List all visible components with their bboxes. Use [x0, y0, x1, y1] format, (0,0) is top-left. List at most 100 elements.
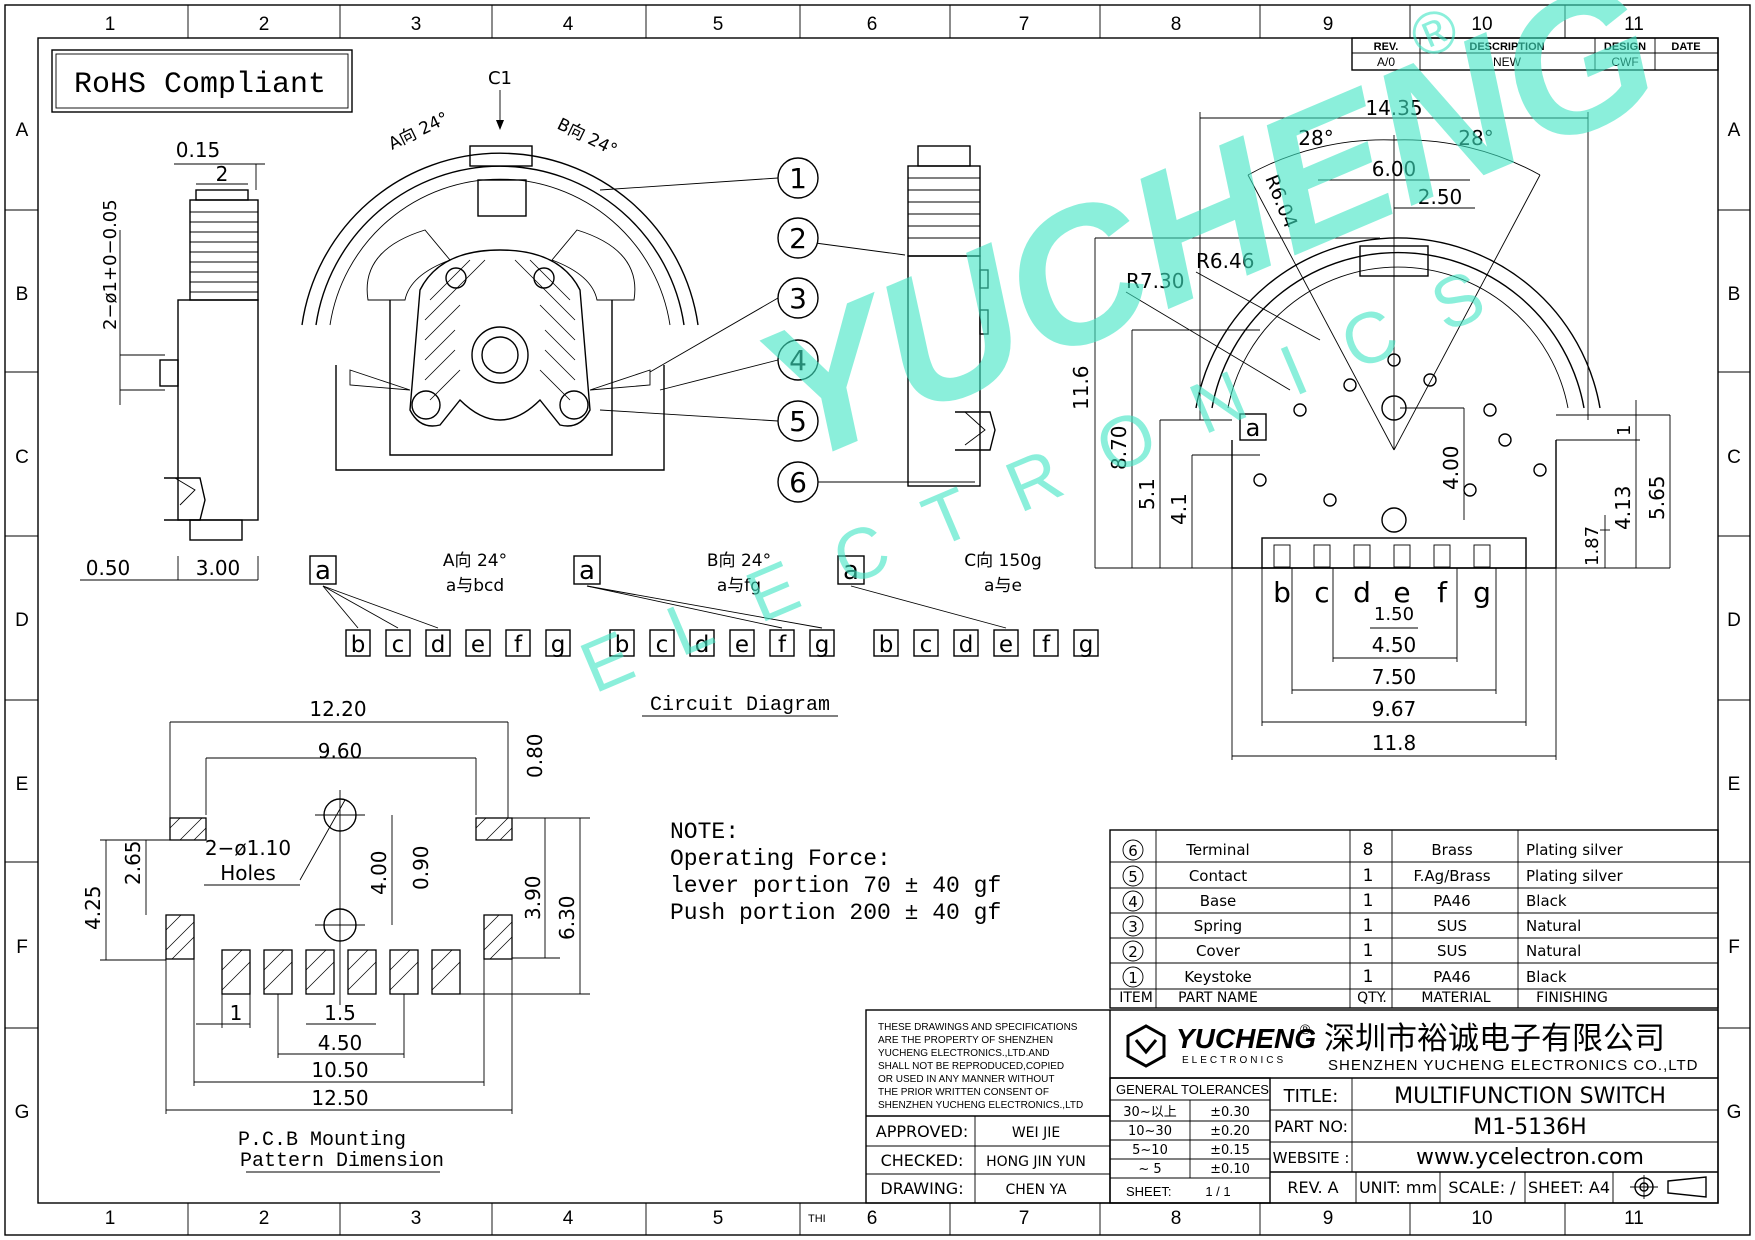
bom-qty: 1 — [1363, 941, 1374, 961]
dim-side-3.00: 3.00 — [196, 556, 241, 580]
pin-label: f — [1437, 576, 1448, 609]
dim-side-0.15: 0.15 — [176, 138, 221, 162]
callout-bubble — [777, 157, 819, 199]
bom-item-circle — [1122, 915, 1144, 937]
pcb-dim-1.5: 1.5 — [324, 1001, 356, 1025]
bom-part-name: Cover — [1196, 942, 1241, 960]
grid-row-left: G — [15, 1102, 30, 1123]
pin-label: d — [1353, 576, 1371, 609]
terminal-a-label: a — [579, 556, 595, 586]
terminal-label: c — [392, 632, 405, 658]
callout-number: 4 — [789, 344, 807, 377]
terminal-box — [913, 629, 939, 657]
company-watermark: YUCHENG ® ELECTRONICS — [569, 0, 1686, 709]
terminal-box — [953, 629, 979, 657]
logo-main: YUCHENG — [1176, 1023, 1316, 1054]
grid-col-top: 10 — [1471, 14, 1492, 35]
callout-number: 1 — [789, 162, 807, 195]
terminal-label: f — [1042, 632, 1051, 658]
terminal-box — [809, 629, 835, 657]
rev-header: REV. — [1374, 41, 1399, 53]
grid-col-bottom: 7 — [1019, 1208, 1030, 1229]
approved-label: APPROVED: — [876, 1122, 968, 1141]
notice-line: ARE THE PROPERTY OF SHENZHEN — [878, 1035, 1053, 1046]
callout-bubble — [777, 277, 819, 319]
bom-header-part: PART NAME — [1178, 990, 1258, 1006]
pcb-dim-3.90: 3.90 — [521, 875, 545, 920]
date-header: DATE — [1671, 41, 1700, 53]
unit-footer: UNIT: mm — [1359, 1178, 1437, 1197]
dim-4.1: 4.1 — [1167, 493, 1191, 525]
grid-col-top: 7 — [1019, 14, 1030, 35]
company-name-en: SHENZHEN YUCHENG ELECTRONICS CO.,LTD — [1328, 1057, 1699, 1074]
dim-r6.46: R6.46 — [1196, 249, 1254, 273]
pcb-caption-2: Pattern Dimension — [240, 1150, 444, 1173]
grid-row-right: E — [1728, 774, 1741, 795]
label-c1: C1 — [488, 68, 512, 89]
callout-number: 2 — [789, 222, 807, 255]
terminal-box — [649, 629, 675, 657]
part-no-value: M1-5136H — [1473, 1115, 1586, 1140]
website-value: www.ycelectron.com — [1416, 1145, 1644, 1170]
bom-qty: 1 — [1363, 916, 1374, 936]
grid-col-bottom: 6 — [867, 1208, 878, 1229]
terminal-a-box — [837, 555, 865, 585]
dim-1.87: 1.87 — [1582, 526, 1603, 566]
dim-5.65: 5.65 — [1645, 475, 1669, 520]
sheet-value-small: 1 / 1 — [1205, 1184, 1230, 1199]
circuit-group-connection: a与bcd — [446, 576, 504, 596]
callout-bubble — [777, 461, 819, 503]
grid-row-right: B — [1728, 284, 1741, 305]
bom-item-circle — [1122, 865, 1144, 887]
terminal-label: d — [431, 632, 446, 658]
grid-col-bottom: 1 — [105, 1208, 116, 1229]
grid-col-top: 1 — [105, 14, 116, 35]
logo-reg: ® — [1300, 1021, 1311, 1037]
dim-8.70: 8.70 — [1107, 425, 1131, 470]
bom-part-name: Contact — [1189, 867, 1247, 885]
bom-material: PA46 — [1433, 968, 1470, 986]
terminal-box — [729, 629, 755, 657]
bom-finishing: Plating silver — [1526, 867, 1624, 885]
dim-11.8: 11.8 — [1372, 731, 1417, 755]
dim-4.50: 4.50 — [1372, 633, 1417, 657]
dim-28-left: 28° — [1298, 126, 1333, 150]
terminal-a-box — [309, 555, 337, 585]
pcb-dim-2.65: 2.65 — [121, 840, 145, 885]
pcb-dim-4.25: 4.25 — [81, 885, 105, 930]
grid-row-right: A — [1728, 120, 1741, 141]
bom-header-qty: QTY. — [1357, 990, 1387, 1006]
pcb-dim-4.50: 4.50 — [318, 1031, 363, 1055]
dim-5.1: 5.1 — [1135, 478, 1159, 510]
terminal-label: f — [778, 632, 787, 658]
bom-item-circle — [1122, 839, 1144, 861]
bom-header-material: MATERIAL — [1421, 990, 1490, 1006]
terminal-label: g — [1079, 632, 1094, 658]
terminal-label: d — [959, 632, 974, 658]
terminal-box — [465, 629, 491, 657]
note-line-2: lever portion 70 ± 40 gf — [670, 873, 1001, 899]
drawing-value: CHEN YA — [1005, 1182, 1067, 1198]
callout-number: 5 — [789, 405, 807, 438]
dim-2.50: 2.50 — [1418, 185, 1463, 209]
grid-col-top: 6 — [867, 14, 878, 35]
bom-item-circle — [1122, 890, 1144, 912]
bom-item-circle — [1122, 940, 1144, 962]
grid-col-bottom: 3 — [411, 1208, 422, 1229]
pin-box — [1239, 413, 1267, 441]
logo-sub: ELECTRONICS — [1182, 1055, 1286, 1066]
approved-value: WEI JIE — [1012, 1125, 1060, 1141]
grid-col-top: 9 — [1323, 14, 1334, 35]
bom-part-name: Keystoke — [1184, 968, 1251, 986]
bom-material: SUS — [1437, 942, 1467, 960]
bom-material: SUS — [1437, 917, 1467, 935]
grid-col-bottom: 9 — [1323, 1208, 1334, 1229]
circuit-title: Circuit Diagram — [650, 694, 830, 717]
terminal-label: d — [695, 632, 710, 658]
grid-row-left: F — [16, 937, 28, 958]
terminal-label: f — [514, 632, 523, 658]
pcb-holes-label: Holes — [220, 861, 276, 885]
